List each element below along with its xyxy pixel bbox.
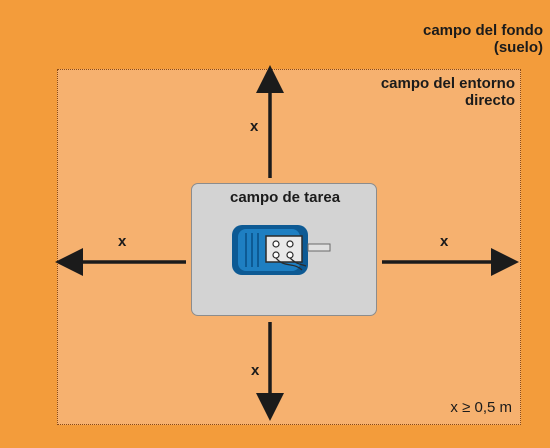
task-field-label: campo de tarea: [230, 189, 341, 206]
distance-label-left: x: [118, 233, 127, 250]
surrounding-field-label: campo del entorno directo: [381, 75, 515, 109]
distance-label-bottom: x: [251, 362, 260, 379]
distance-label-top: x: [250, 118, 259, 135]
background-field-label-line1: campo del fondo: [423, 22, 543, 39]
distance-label-right: x: [440, 233, 449, 250]
background-field-label-line2: (suelo): [493, 39, 543, 56]
background-field-label: campo del fondo (suelo): [423, 22, 543, 56]
surrounding-field-label-line1: campo del entorno: [380, 75, 515, 92]
electric-motor-icon: [232, 225, 331, 275]
surrounding-field-label-line2: directo: [464, 92, 515, 109]
condition-label: x ≥ 0,5 m: [450, 399, 512, 416]
